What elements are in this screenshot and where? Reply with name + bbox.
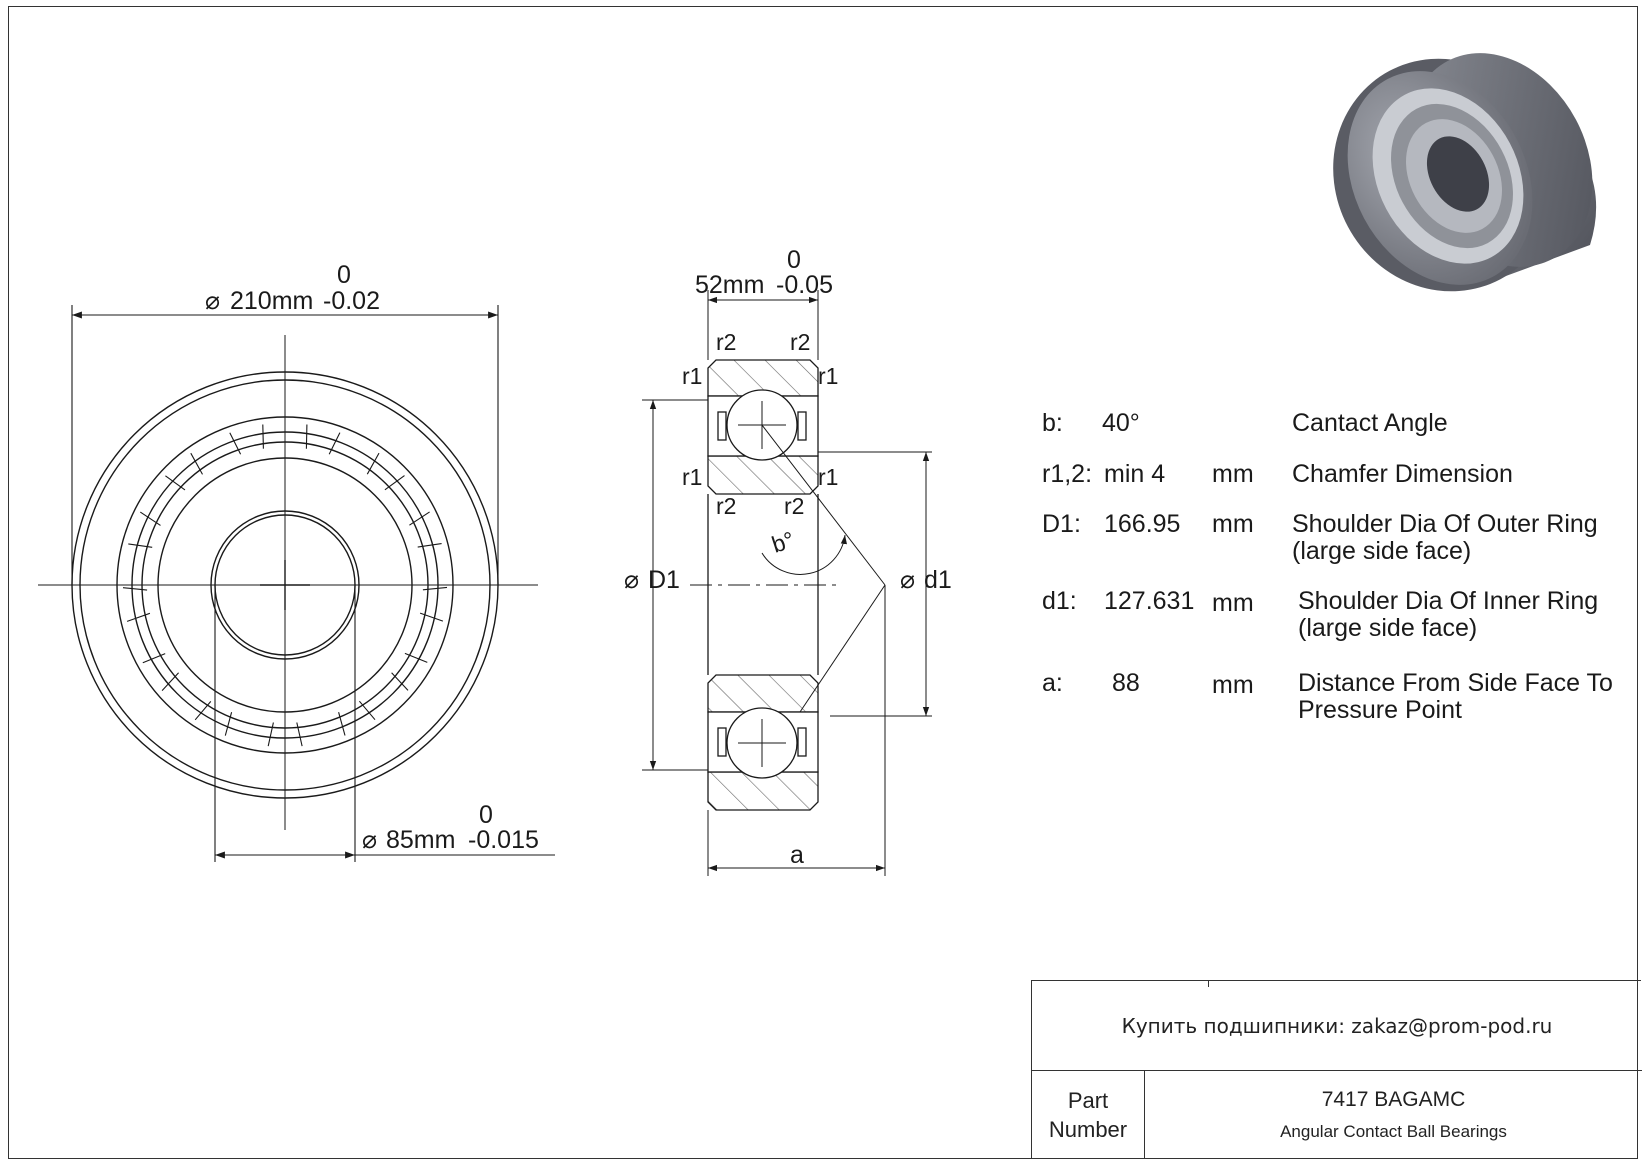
spec-description: Chamfer Dimension (1292, 460, 1513, 488)
cage-pocket (142, 653, 180, 691)
outer-diameter-tol-upper: 0 (337, 261, 351, 289)
cage-pocket (419, 586, 448, 622)
spec-unit: mm (1212, 671, 1254, 699)
spec-key: D1: (1042, 510, 1081, 538)
spec-unit: mm (1212, 589, 1254, 617)
part-number: 7417 BAGAMC (1321, 1087, 1466, 1111)
spec-description: Pressure Point (1298, 696, 1462, 724)
width-tol-lower: -0.05 (776, 271, 833, 299)
cage-pocket (122, 587, 151, 622)
inner-diameter-label: 85mm (386, 826, 455, 854)
inner-diameter-tol-lower: -0.015 (468, 826, 539, 854)
cage-pocket (229, 424, 264, 455)
spec-value: min 4 (1104, 460, 1166, 488)
width-tol-upper: 0 (787, 246, 801, 274)
title-block: Купить подшипники: zakaz@prom-pod.ru Par… (1031, 980, 1642, 1159)
width-label: 52mm (695, 271, 764, 299)
cage-pocket (366, 452, 405, 491)
cage-pocket (267, 722, 303, 747)
label-r2-mid-left: r2 (716, 493, 736, 519)
spec-description: Shoulder Dia Of Outer Ring (1292, 510, 1598, 538)
cage-pocket (338, 700, 376, 736)
cage-pocket (165, 452, 203, 491)
inner-diameter-tol-upper: 0 (479, 801, 493, 829)
spec-unit: mm (1212, 460, 1254, 488)
label-r1-top-left: r1 (682, 363, 702, 389)
label-a: a (790, 841, 804, 869)
label-r2-top-left: r2 (716, 329, 736, 355)
spec-key: b: (1042, 409, 1063, 437)
spec-value: 166.95 (1104, 510, 1181, 538)
spec-value: 88 (1112, 669, 1140, 697)
spec-key: a: (1042, 669, 1063, 697)
outer-diameter-label: 210mm (230, 287, 313, 315)
spec-description: (large side face) (1298, 614, 1478, 642)
label-r1-mid-right: r1 (818, 464, 838, 490)
label-r1-top-right: r1 (818, 363, 838, 389)
cage-pocket (409, 511, 442, 548)
label-r2-top-right: r2 (790, 329, 810, 355)
spec-description: Cantact Angle (1292, 409, 1448, 437)
D1-symbol: ⌀ (624, 566, 639, 594)
part-description: Angular Contact Ball Bearings (1280, 1121, 1507, 1141)
outer-diameter-tol-lower: -0.02 (323, 287, 380, 315)
front-dimensions (71, 305, 555, 862)
part-label: Part Number (1032, 1071, 1145, 1158)
spec-key: d1: (1042, 587, 1077, 615)
label-r2-mid-right: r2 (784, 493, 804, 519)
spec-value: 127.631 (1104, 587, 1195, 615)
bearing-3d-render (1333, 53, 1597, 292)
section-centerlines (642, 290, 932, 876)
cage-pocket (391, 652, 428, 691)
front-view (38, 335, 538, 830)
label-d1: d1 (924, 566, 952, 594)
outer-diameter-symbol: ⌀ (205, 287, 220, 315)
d1-symbol: ⌀ (900, 566, 915, 594)
cage-pocket (128, 511, 161, 548)
part-label-line1: Part (1067, 1087, 1109, 1113)
spec-description: (large side face) (1292, 537, 1472, 565)
title-block-tick (1208, 981, 1209, 987)
spec-description: Shoulder Dia Of Inner Ring (1298, 587, 1599, 615)
cage-pocket (305, 424, 341, 455)
label-D1: D1 (648, 566, 680, 594)
spec-description: Distance From Side Face To (1298, 669, 1613, 697)
spec-value: 40° (1102, 409, 1140, 437)
cage-pocket (194, 701, 233, 736)
inner-diameter-symbol: ⌀ (362, 826, 377, 854)
part-label-line2: Number (1048, 1116, 1128, 1142)
section-view (707, 359, 819, 811)
part-info: 7417 BAGAMC Angular Contact Ball Bearing… (1145, 1071, 1642, 1158)
spec-unit: mm (1212, 510, 1254, 538)
label-r1-mid-left: r1 (682, 464, 702, 490)
spec-key: r1,2: (1042, 460, 1093, 488)
shop-contact: Купить подшипники: zakaz@prom-pod.ru (1032, 981, 1642, 1071)
label-contact-angle: b° (769, 526, 798, 558)
